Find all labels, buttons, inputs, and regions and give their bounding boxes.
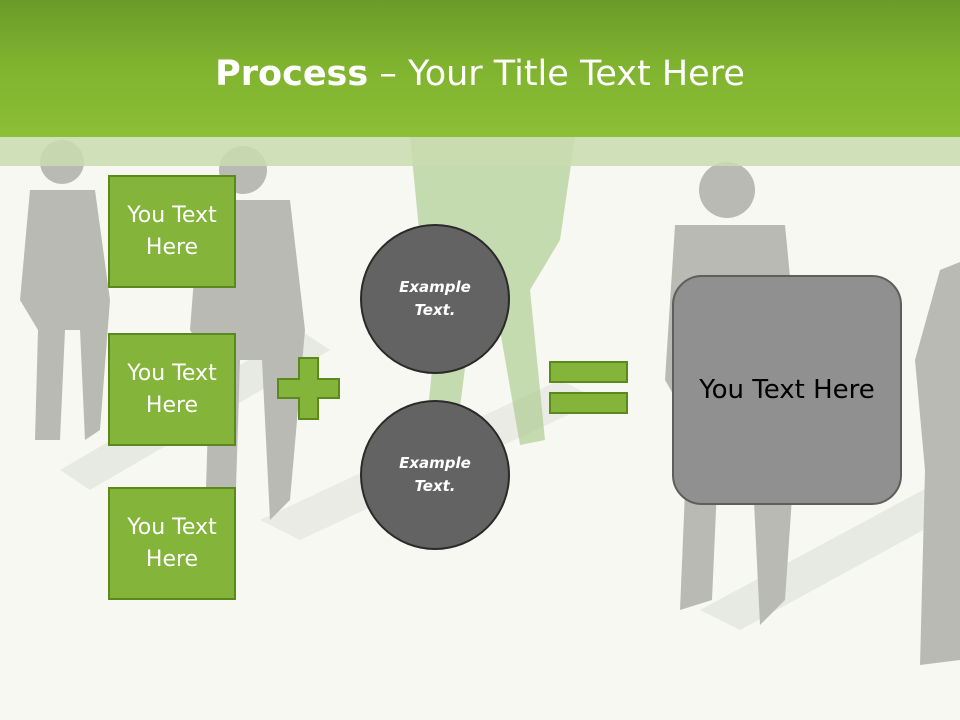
result-box: You Text Here xyxy=(672,275,902,505)
title-bold: Process xyxy=(215,54,369,94)
example-circle-1: Example Text. xyxy=(360,224,510,374)
circle-label: Example Text. xyxy=(399,278,471,319)
result-label: You Text Here xyxy=(699,375,875,405)
plus-icon xyxy=(277,357,340,420)
input-box-3: You Text Here xyxy=(108,487,236,600)
title-rest: – Your Title Text Here xyxy=(368,54,745,94)
title-bar xyxy=(0,0,960,137)
input-box-label: You Text Here xyxy=(127,360,217,418)
input-box-2: You Text Here xyxy=(108,333,236,446)
title-strip xyxy=(0,137,960,166)
circle-label: Example Text. xyxy=(399,454,471,495)
equals-icon xyxy=(549,361,628,414)
input-box-label: You Text Here xyxy=(127,514,217,572)
example-circle-2: Example Text. xyxy=(360,400,510,550)
input-box-label: You Text Here xyxy=(127,202,217,260)
slide-title: Process – Your Title Text Here xyxy=(0,52,960,96)
input-box-1: You Text Here xyxy=(108,175,236,288)
